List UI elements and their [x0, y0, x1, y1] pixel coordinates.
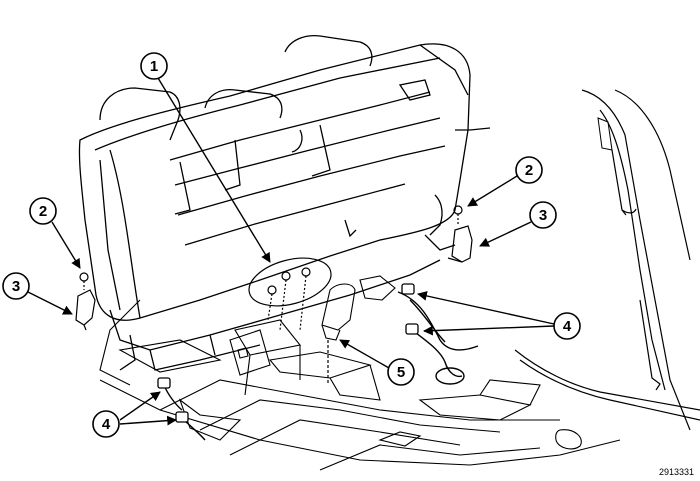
leader-1 [157, 77, 271, 263]
connector-lower-left [175, 411, 189, 423]
leader-3-right [479, 221, 532, 247]
connector-upper-left [157, 377, 171, 389]
leader-4-left-a [119, 391, 161, 421]
connector-upper-right [401, 283, 415, 295]
connector-lower-right [405, 323, 419, 335]
callout-3-right-label: 3 [539, 207, 547, 224]
callout-5-label: 5 [397, 364, 405, 381]
floor-pan [99, 299, 621, 471]
figure-number: 2913331 [658, 467, 694, 477]
leader-2-right [467, 175, 518, 207]
callout-leaders [27, 77, 555, 426]
rear-seat-assembly [78, 34, 491, 371]
callout-4-left: 4 [92, 410, 120, 438]
callout-4-left-label: 4 [102, 416, 111, 433]
seat-belt-buckle-area [229, 275, 396, 376]
callout-3-right: 3 [529, 201, 557, 229]
callout-2-right-label: 2 [525, 162, 533, 179]
electrical-connectors [157, 283, 419, 423]
callout-4-right: 4 [553, 312, 581, 340]
callout-5: 5 [387, 358, 415, 386]
callout-markers: 1 2 2 3 3 4 4 5 [2, 52, 581, 438]
left-seat-bracket [75, 272, 96, 331]
leader-5 [339, 339, 390, 369]
leader-2-left [51, 221, 81, 269]
vehicle-side-wall [514, 89, 700, 431]
leader-3-left [27, 291, 73, 315]
callout-1: 1 [140, 52, 168, 80]
leader-4-right-b [423, 325, 555, 336]
callout-2-left-label: 2 [39, 203, 47, 220]
leader-4-right-a [417, 291, 555, 325]
callout-3-left-label: 3 [12, 278, 20, 295]
seat-bolt-detail [248, 257, 332, 385]
callout-2-left: 2 [29, 197, 57, 225]
callout-2-right: 2 [515, 156, 543, 184]
callout-1-label: 1 [150, 58, 158, 75]
callout-3-left: 3 [2, 272, 30, 300]
right-seat-bracket [447, 205, 473, 263]
leader-4-left-b [119, 415, 177, 426]
wiring-harness [163, 291, 479, 441]
callout-4-right-label: 4 [563, 318, 572, 335]
